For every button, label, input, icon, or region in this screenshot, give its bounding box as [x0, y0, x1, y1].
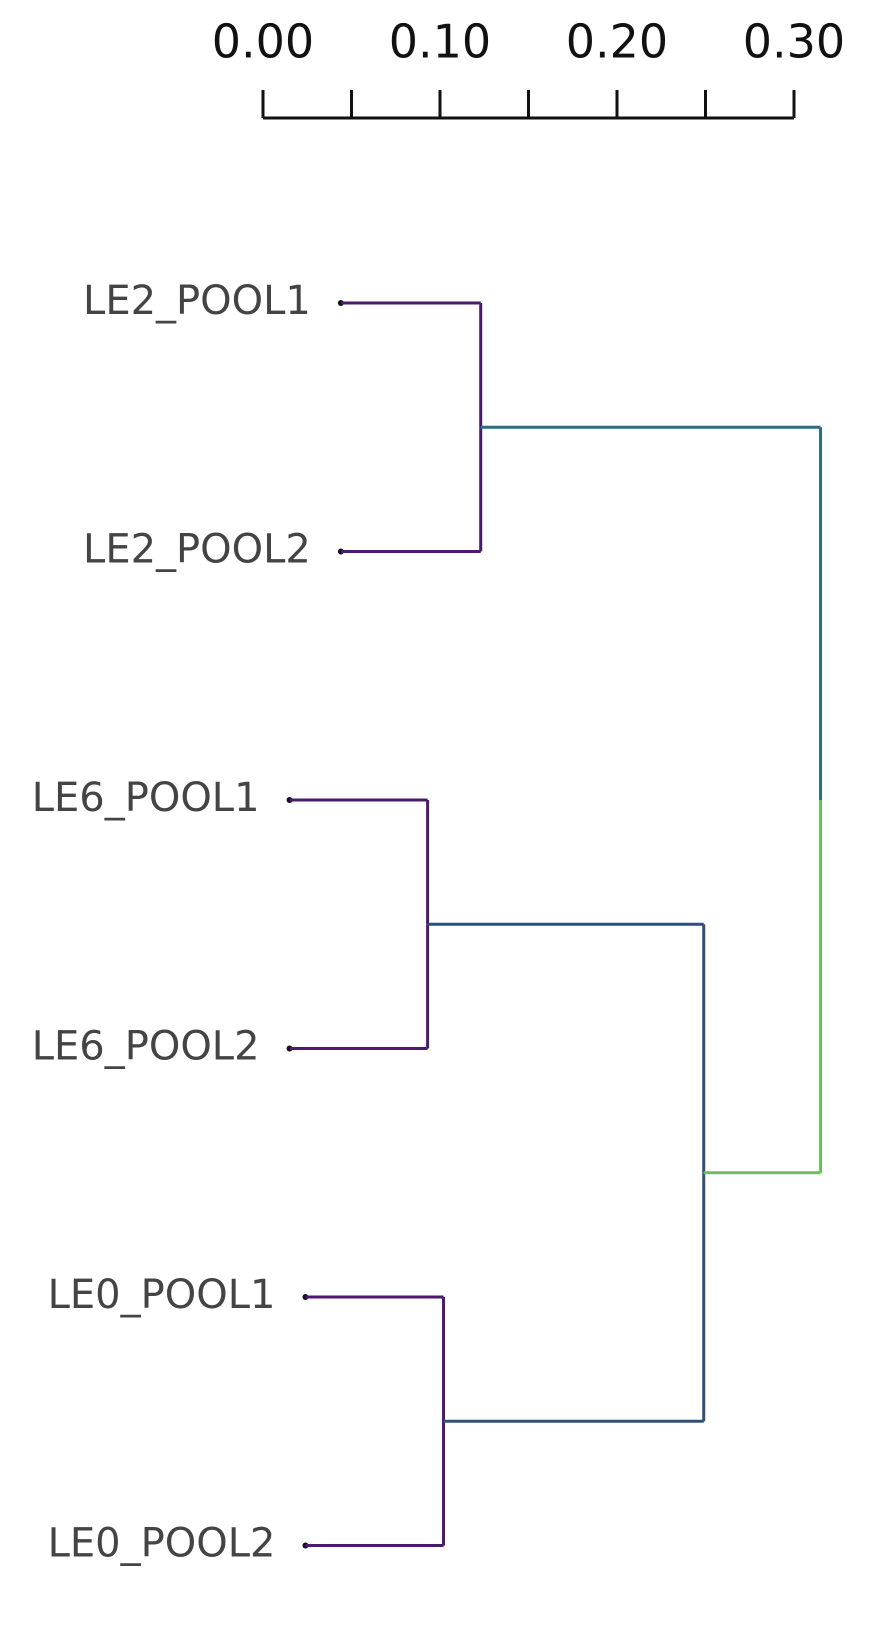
leaf-label: LE2_POOL1	[83, 278, 311, 324]
distance-scale-bar: 0.00 0.10 0.20 0.30	[212, 15, 845, 120]
scale-tick-label: 0.20	[566, 15, 668, 69]
leaf-labels: LE2_POOL1LE2_POOL2LE6_POOL1LE6_POOL2LE0_…	[32, 278, 311, 1567]
leaf-label: LE6_POOL1	[32, 775, 260, 821]
leaf-label: LE2_POOL2	[83, 527, 311, 573]
scale-tick-label: 0.00	[212, 15, 314, 69]
leaf-label: LE0_POOL1	[48, 1272, 276, 1318]
scale-tick-label: 0.30	[743, 15, 845, 69]
leaf-label: LE0_POOL2	[48, 1521, 276, 1567]
dendrogram-tree	[286, 300, 823, 1549]
scale-tick-label: 0.10	[389, 15, 491, 69]
leaf-label: LE6_POOL2	[32, 1024, 260, 1070]
